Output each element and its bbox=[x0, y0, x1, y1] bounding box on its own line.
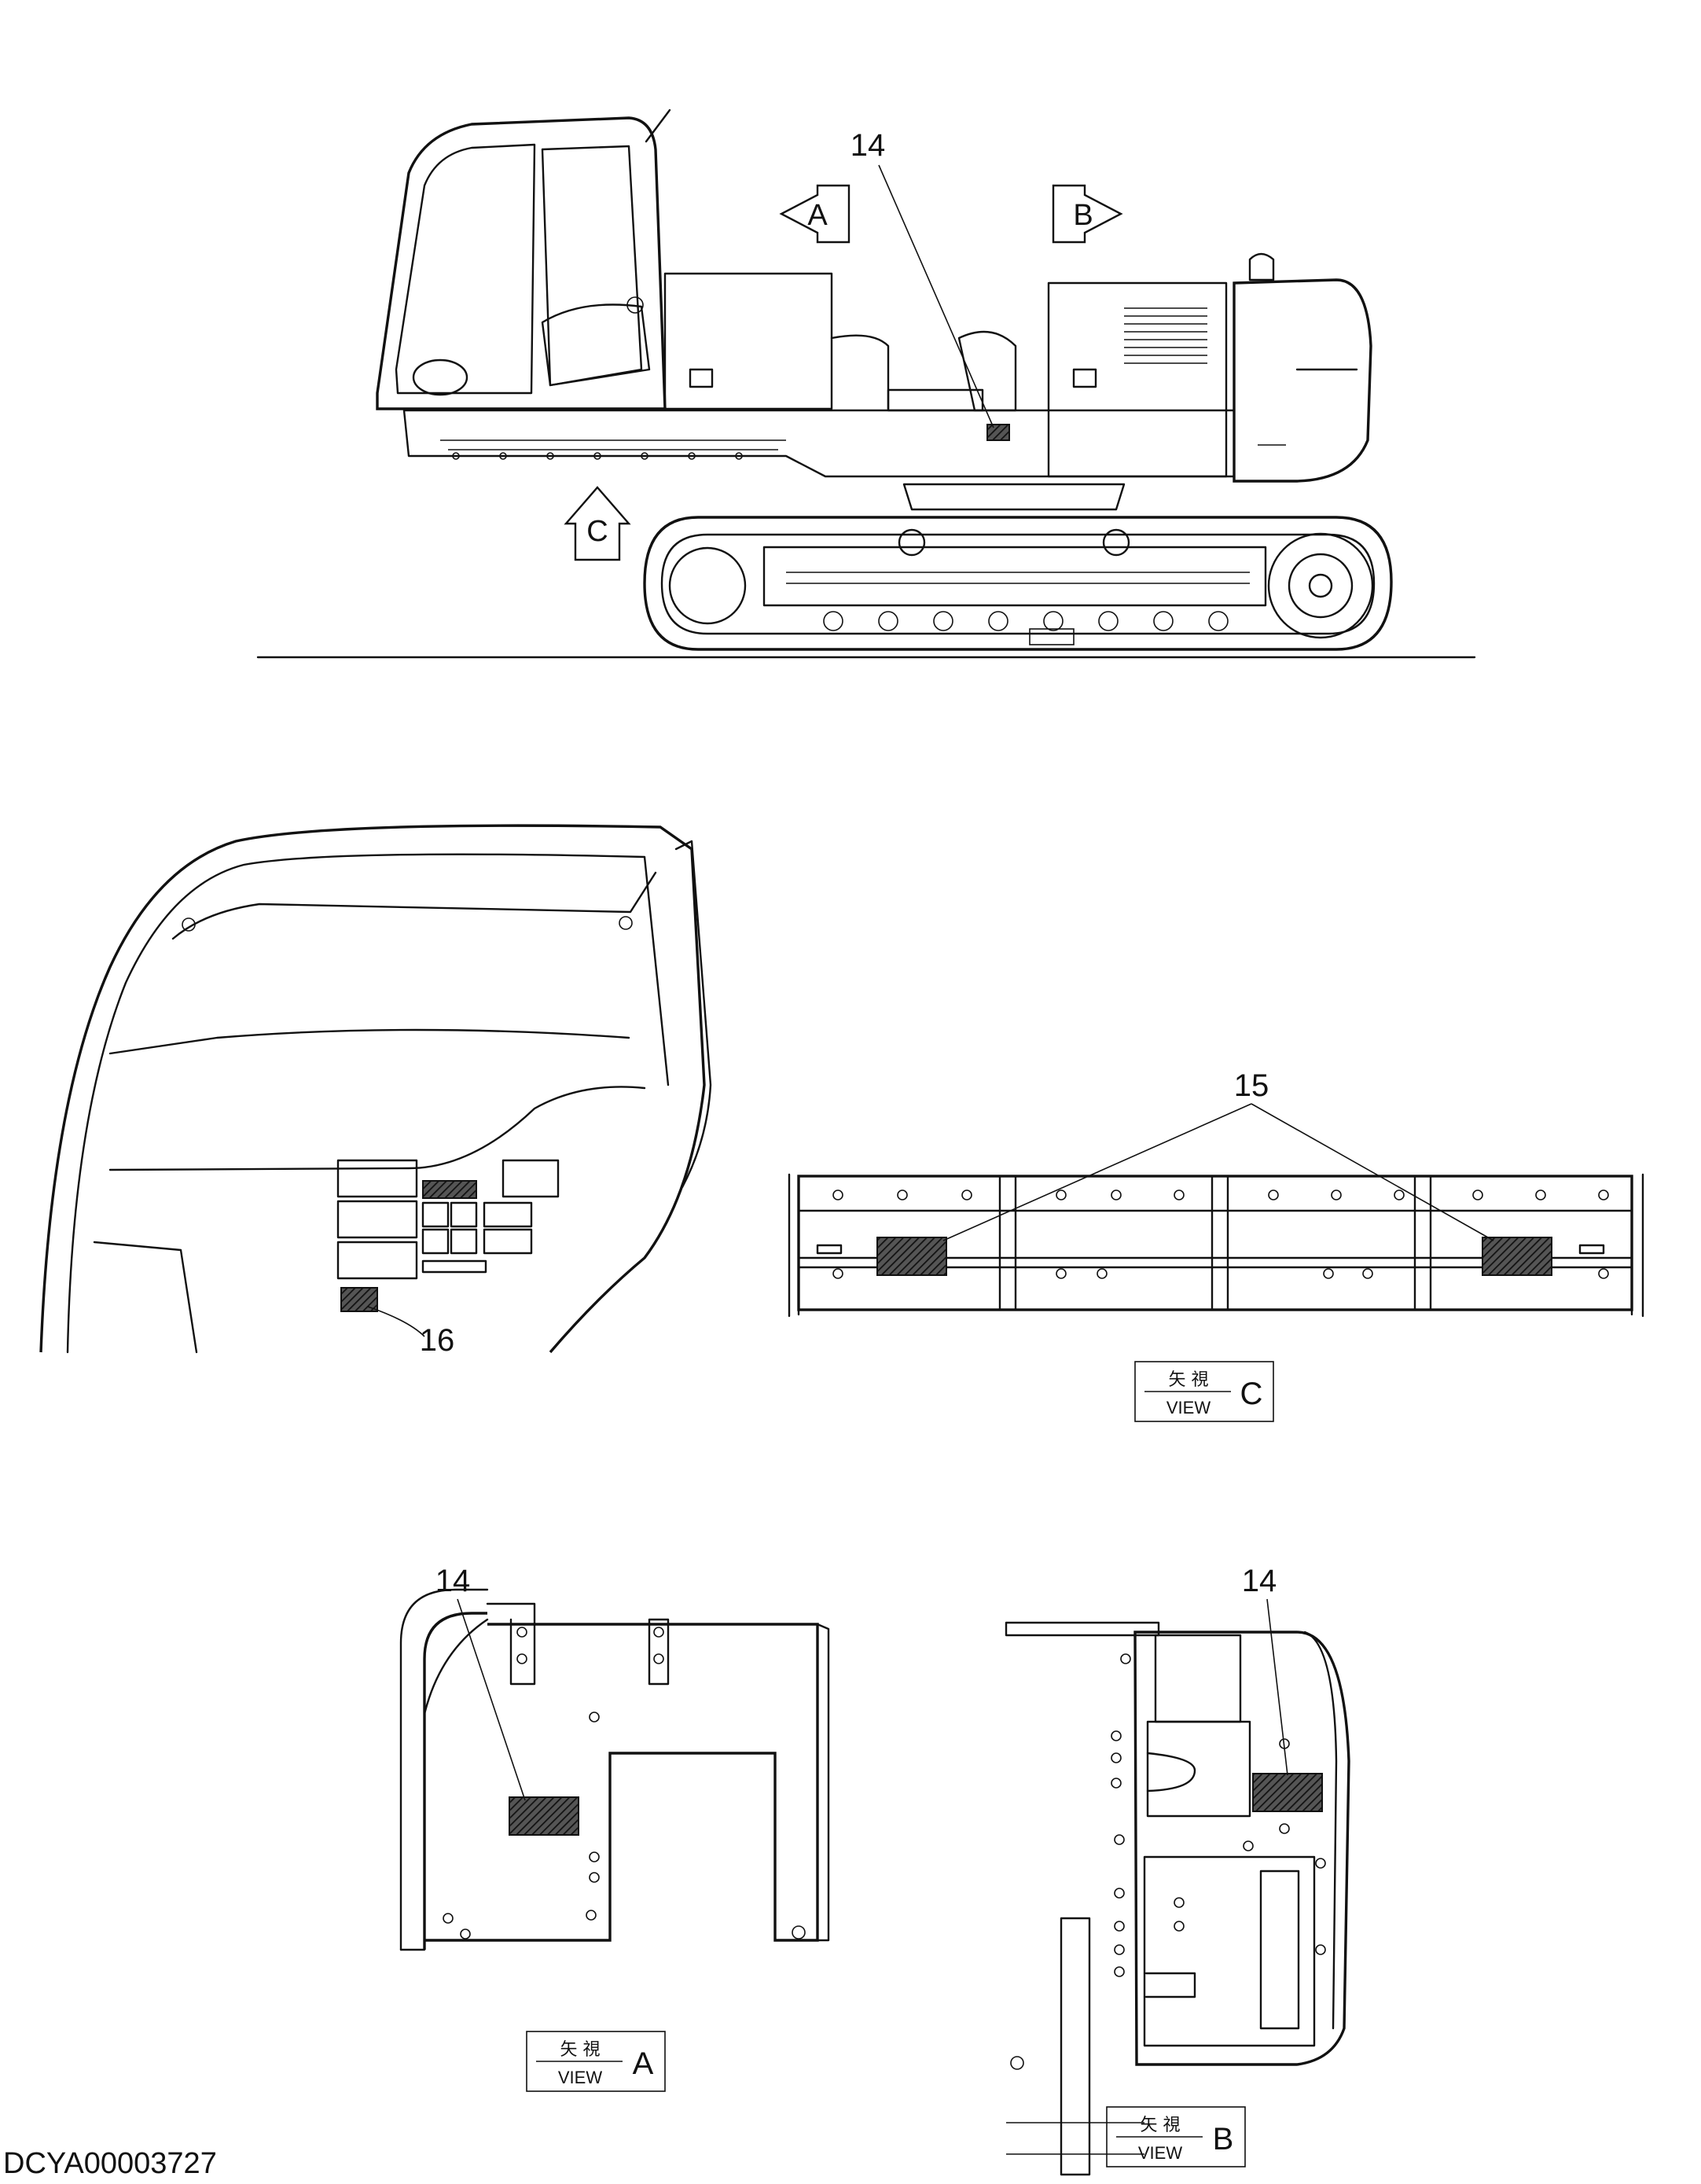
callout-16: 16 bbox=[420, 1323, 455, 1358]
callout-15-leader-right bbox=[1251, 1103, 1494, 1241]
view-b-label-box: 矢 視 VIEW B bbox=[1106, 2106, 1246, 2167]
callout-15-leader-left bbox=[942, 1103, 1252, 1241]
callout-14-leader bbox=[878, 164, 994, 428]
view-c-arrow-icon: C bbox=[564, 486, 631, 561]
callout-16-leader bbox=[367, 1306, 425, 1337]
decal-14-view-b bbox=[1252, 1773, 1323, 1812]
view-a-label-jp: 矢 視 bbox=[560, 2040, 601, 2060]
view-c-label-letter: C bbox=[1240, 1377, 1263, 1411]
view-b-label-en: VIEW bbox=[1138, 2143, 1182, 2163]
cab-interior-detail: 16 bbox=[39, 824, 712, 1358]
view-a-detail: 14 矢 視 VIEW A bbox=[399, 1564, 830, 2092]
view-c-arrow-label: C bbox=[586, 515, 608, 548]
decal-15-right bbox=[1482, 1237, 1552, 1276]
view-a-label-en: VIEW bbox=[558, 2068, 602, 2087]
swing-bearing bbox=[902, 483, 1126, 511]
view-c-detail: 15 矢 視 VIEW C bbox=[788, 1068, 1644, 1422]
view-a-label-box: 矢 視 VIEW A bbox=[526, 2031, 666, 2092]
callout-14-view-a: 14 bbox=[435, 1564, 471, 1598]
deck-box-left bbox=[663, 272, 890, 410]
upper-frame bbox=[402, 409, 1236, 478]
crawler-track bbox=[643, 516, 1393, 651]
callout-14-view-b: 14 bbox=[1242, 1564, 1277, 1598]
view-a-arrow-icon: A bbox=[779, 184, 850, 244]
counterweight bbox=[1233, 252, 1372, 483]
cab bbox=[376, 108, 671, 410]
switch-panel bbox=[336, 1159, 560, 1312]
view-b-arrow-icon: B bbox=[1052, 184, 1123, 244]
view-c-label-jp: 矢 視 bbox=[1169, 1370, 1209, 1390]
view-b-label-jp: 矢 視 bbox=[1141, 2116, 1181, 2135]
engine-hood bbox=[1047, 281, 1228, 478]
view-a-label-letter: A bbox=[633, 2046, 654, 2081]
view-a-arrow-label: A bbox=[807, 199, 828, 232]
decal-15-left bbox=[876, 1237, 947, 1276]
callout-14-view-b-leader bbox=[1266, 1598, 1288, 1776]
decal-14-view-a bbox=[509, 1796, 579, 1836]
decal-14-main bbox=[986, 424, 1010, 441]
view-b-detail: 14 矢 視 VIEW B bbox=[1005, 1564, 1350, 2176]
drawing-id: DCYA00003727 bbox=[3, 2147, 217, 2180]
callout-14-main: 14 bbox=[850, 128, 886, 163]
view-c-label-en: VIEW bbox=[1166, 1398, 1211, 1417]
callout-14-view-a-leader bbox=[457, 1598, 526, 1801]
callout-15: 15 bbox=[1234, 1068, 1269, 1103]
view-b-label-letter: B bbox=[1213, 2122, 1234, 2156]
excavator-side-view: A B C 14 bbox=[256, 108, 1476, 659]
boom-foot bbox=[957, 330, 1017, 412]
view-b-arrow-label: B bbox=[1073, 199, 1093, 232]
view-c-label-box: 矢 視 VIEW C bbox=[1134, 1361, 1274, 1422]
